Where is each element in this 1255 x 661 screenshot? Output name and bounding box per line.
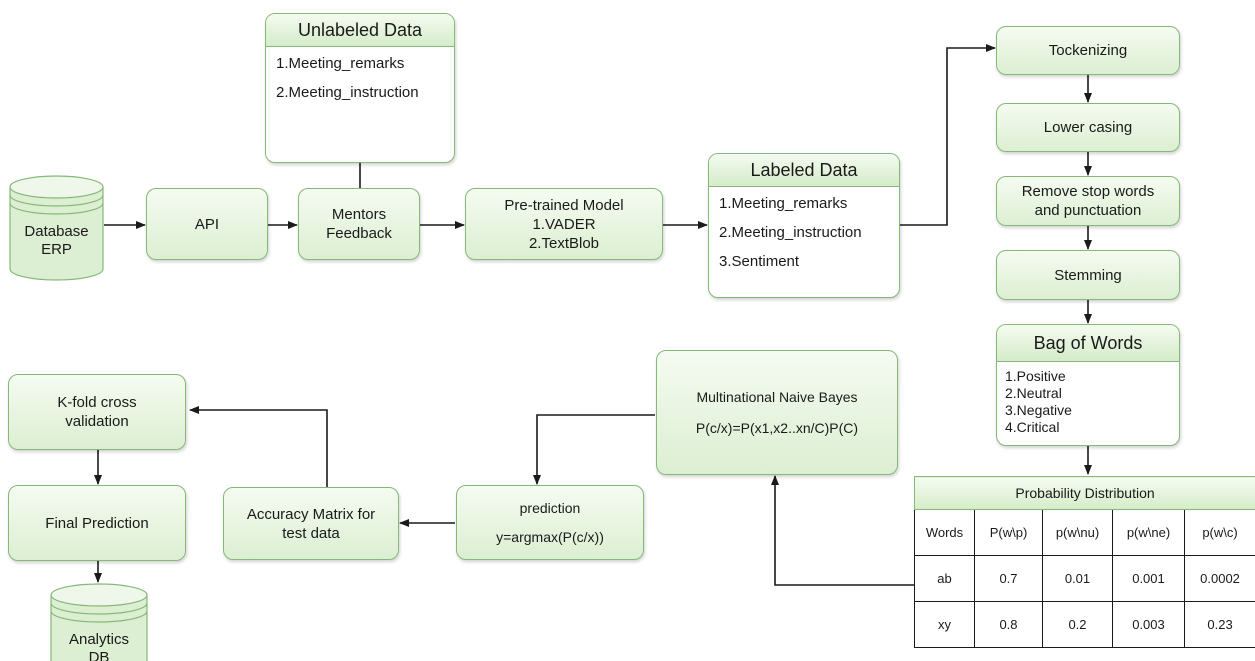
edge-naivebayes-to-prediction (533, 414, 655, 485)
pretrained-model-node: Pre-trained Model 1.VADER 2.TextBlob (465, 188, 663, 260)
table-cell: 0.7 (974, 555, 1043, 602)
table-cell: 0.23 (1183, 601, 1255, 648)
lower-casing-node: Lower casing (996, 103, 1180, 152)
api-label: API (194, 215, 220, 233)
mentors-feedback-node: Mentors Feedback (298, 188, 420, 260)
stemming-label: Stemming (1054, 266, 1122, 284)
bag-of-words-item: 2.Neutral (1005, 385, 1062, 401)
labeled-data-item: 3.Sentiment (719, 253, 800, 270)
prediction-node: prediction y=argmax(P(c/x)) (456, 485, 644, 560)
table-row: xy 0.8 0.2 0.003 0.23 (914, 601, 1255, 648)
table-cell: 0.0002 (1183, 555, 1255, 602)
table-cell: 0.01 (1042, 555, 1113, 602)
kfold-label: K-fold cross validation (57, 394, 137, 430)
table-header-cell: Words (914, 509, 975, 556)
table-cell: 0.001 (1112, 555, 1185, 602)
pretrained-model-label: Pre-trained Model 1.VADER 2.TextBlob (504, 196, 624, 252)
prediction-formula: y=argmax(P(c/x)) (496, 528, 604, 545)
bag-of-words-panel: Bag of Words 1.Positive 2.Neutral 3.Nega… (996, 324, 1180, 446)
table-cell: xy (914, 601, 975, 648)
api-node: API (146, 188, 268, 260)
unlabeled-data-item: 2.Meeting_instruction (276, 84, 419, 101)
analytics-db-label: Analytics DB (68, 631, 130, 661)
labeled-data-panel: Labeled Data 1.Meeting_remarks 2.Meeting… (708, 153, 900, 298)
database-cylinder-icon (9, 175, 104, 281)
table-header-cell: p(w\ne) (1112, 509, 1185, 556)
table-header-cell: p(w\c) (1183, 509, 1255, 556)
labeled-data-item: 2.Meeting_instruction (719, 224, 862, 241)
naive-bayes-formula: P(c/x)=P(x1,x2..xn/C)P(C) (695, 419, 859, 436)
analytics-db-node: Analytics DB (50, 583, 148, 661)
unlabeled-data-title: Unlabeled Data (266, 14, 454, 47)
remove-stop-words-node: Remove stop words and punctuation (996, 176, 1180, 226)
table-header-cell: p(w\nu) (1042, 509, 1113, 556)
table-cell: 0.003 (1112, 601, 1185, 648)
bag-of-words-title: Bag of Words (997, 325, 1179, 362)
unlabeled-data-item: 1.Meeting_remarks (276, 55, 405, 72)
final-prediction-node: Final Prediction (8, 485, 186, 561)
database-erp-node: Database ERP (9, 175, 104, 281)
edge-accuracy-to-kfold (189, 406, 328, 487)
table-row: ab 0.7 0.01 0.001 0.0002 (914, 555, 1255, 602)
table-cell: 0.2 (1042, 601, 1113, 648)
bag-of-words-item: 3.Negative (1005, 402, 1072, 418)
accuracy-matrix-label: Accuracy Matrix for test data (246, 505, 376, 542)
tockenizing-node: Tockenizing (996, 26, 1180, 75)
mentors-feedback-label: Mentors Feedback (326, 206, 392, 242)
probability-distribution-table: Probability Distribution Words P(w\p) p(… (913, 476, 1255, 648)
unlabeled-data-panel: Unlabeled Data 1.Meeting_remarks 2.Meeti… (265, 13, 455, 163)
final-prediction-label: Final Prediction (45, 514, 149, 532)
bag-of-words-item: 4.Critical (1005, 419, 1060, 435)
lower-casing-label: Lower casing (1043, 119, 1133, 136)
stemming-node: Stemming (996, 250, 1180, 300)
table-cell: ab (914, 555, 975, 602)
remove-stop-words-label: Remove stop words and punctuation (1021, 183, 1155, 219)
labeled-data-item: 1.Meeting_remarks (719, 195, 848, 212)
database-erp-label: Database ERP (24, 223, 89, 258)
labeled-data-title: Labeled Data (709, 154, 899, 187)
naive-bayes-node: Multinational Naive Bayes P(c/x)=P(x1,x2… (656, 350, 898, 475)
edge-probtable-to-naivebayes (771, 475, 914, 586)
naive-bayes-title: Multinational Naive Bayes (696, 388, 858, 405)
tockenizing-label: Tockenizing (1048, 42, 1128, 59)
table-header-cell: P(w\p) (974, 509, 1043, 556)
table-cell: 0.8 (974, 601, 1043, 648)
probability-table-title: Probability Distribution (913, 476, 1255, 510)
edge-labeled-to-tockenizing (900, 44, 996, 226)
kfold-node: K-fold cross validation (8, 374, 186, 450)
database-cylinder-icon (50, 583, 148, 661)
accuracy-matrix-node: Accuracy Matrix for test data (223, 487, 399, 560)
table-header-row: Words P(w\p) p(w\nu) p(w\ne) p(w\c) (914, 509, 1255, 556)
bag-of-words-item: 1.Positive (1005, 368, 1066, 384)
prediction-title: prediction (519, 499, 581, 516)
